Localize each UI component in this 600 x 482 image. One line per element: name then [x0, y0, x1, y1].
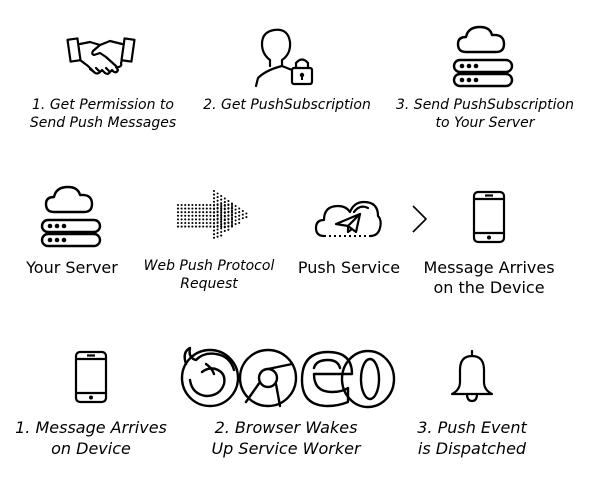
phone-icon	[472, 190, 506, 244]
step-3-send-label: 3. Send PushSubscription to Your Server	[396, 97, 574, 131]
cloud-send-icon	[314, 200, 382, 238]
step-2-subscription-label: 2. Get PushSubscription	[203, 97, 371, 113]
cloud-server-icon	[452, 25, 514, 88]
browser-logos-icon	[180, 346, 396, 409]
step-2-browser-label: 2. Browser Wakes Up Service Worker	[211, 418, 361, 458]
handshake-icon	[66, 37, 136, 75]
dotted-arrow-icon	[176, 189, 248, 239]
chevron-right-icon	[412, 205, 427, 233]
device-label: Message Arrives on the Device	[423, 258, 555, 297]
cloud-server-icon	[40, 185, 102, 248]
your-server-label: Your Server	[26, 258, 118, 277]
phone-icon	[74, 350, 108, 404]
bell-icon	[450, 349, 494, 403]
step-1-message-label: 1. Message Arrives on Device	[15, 418, 167, 458]
push-service-label: Push Service	[297, 258, 401, 277]
step-1-permission-label: 1. Get Permission to Send Push Messages	[29, 97, 177, 131]
user-lock-icon	[254, 28, 314, 88]
step-3-push-event-label: 3. Push Event is Dispatched	[417, 418, 527, 458]
web-push-protocol-label: Web Push Protocol Request	[143, 258, 275, 292]
